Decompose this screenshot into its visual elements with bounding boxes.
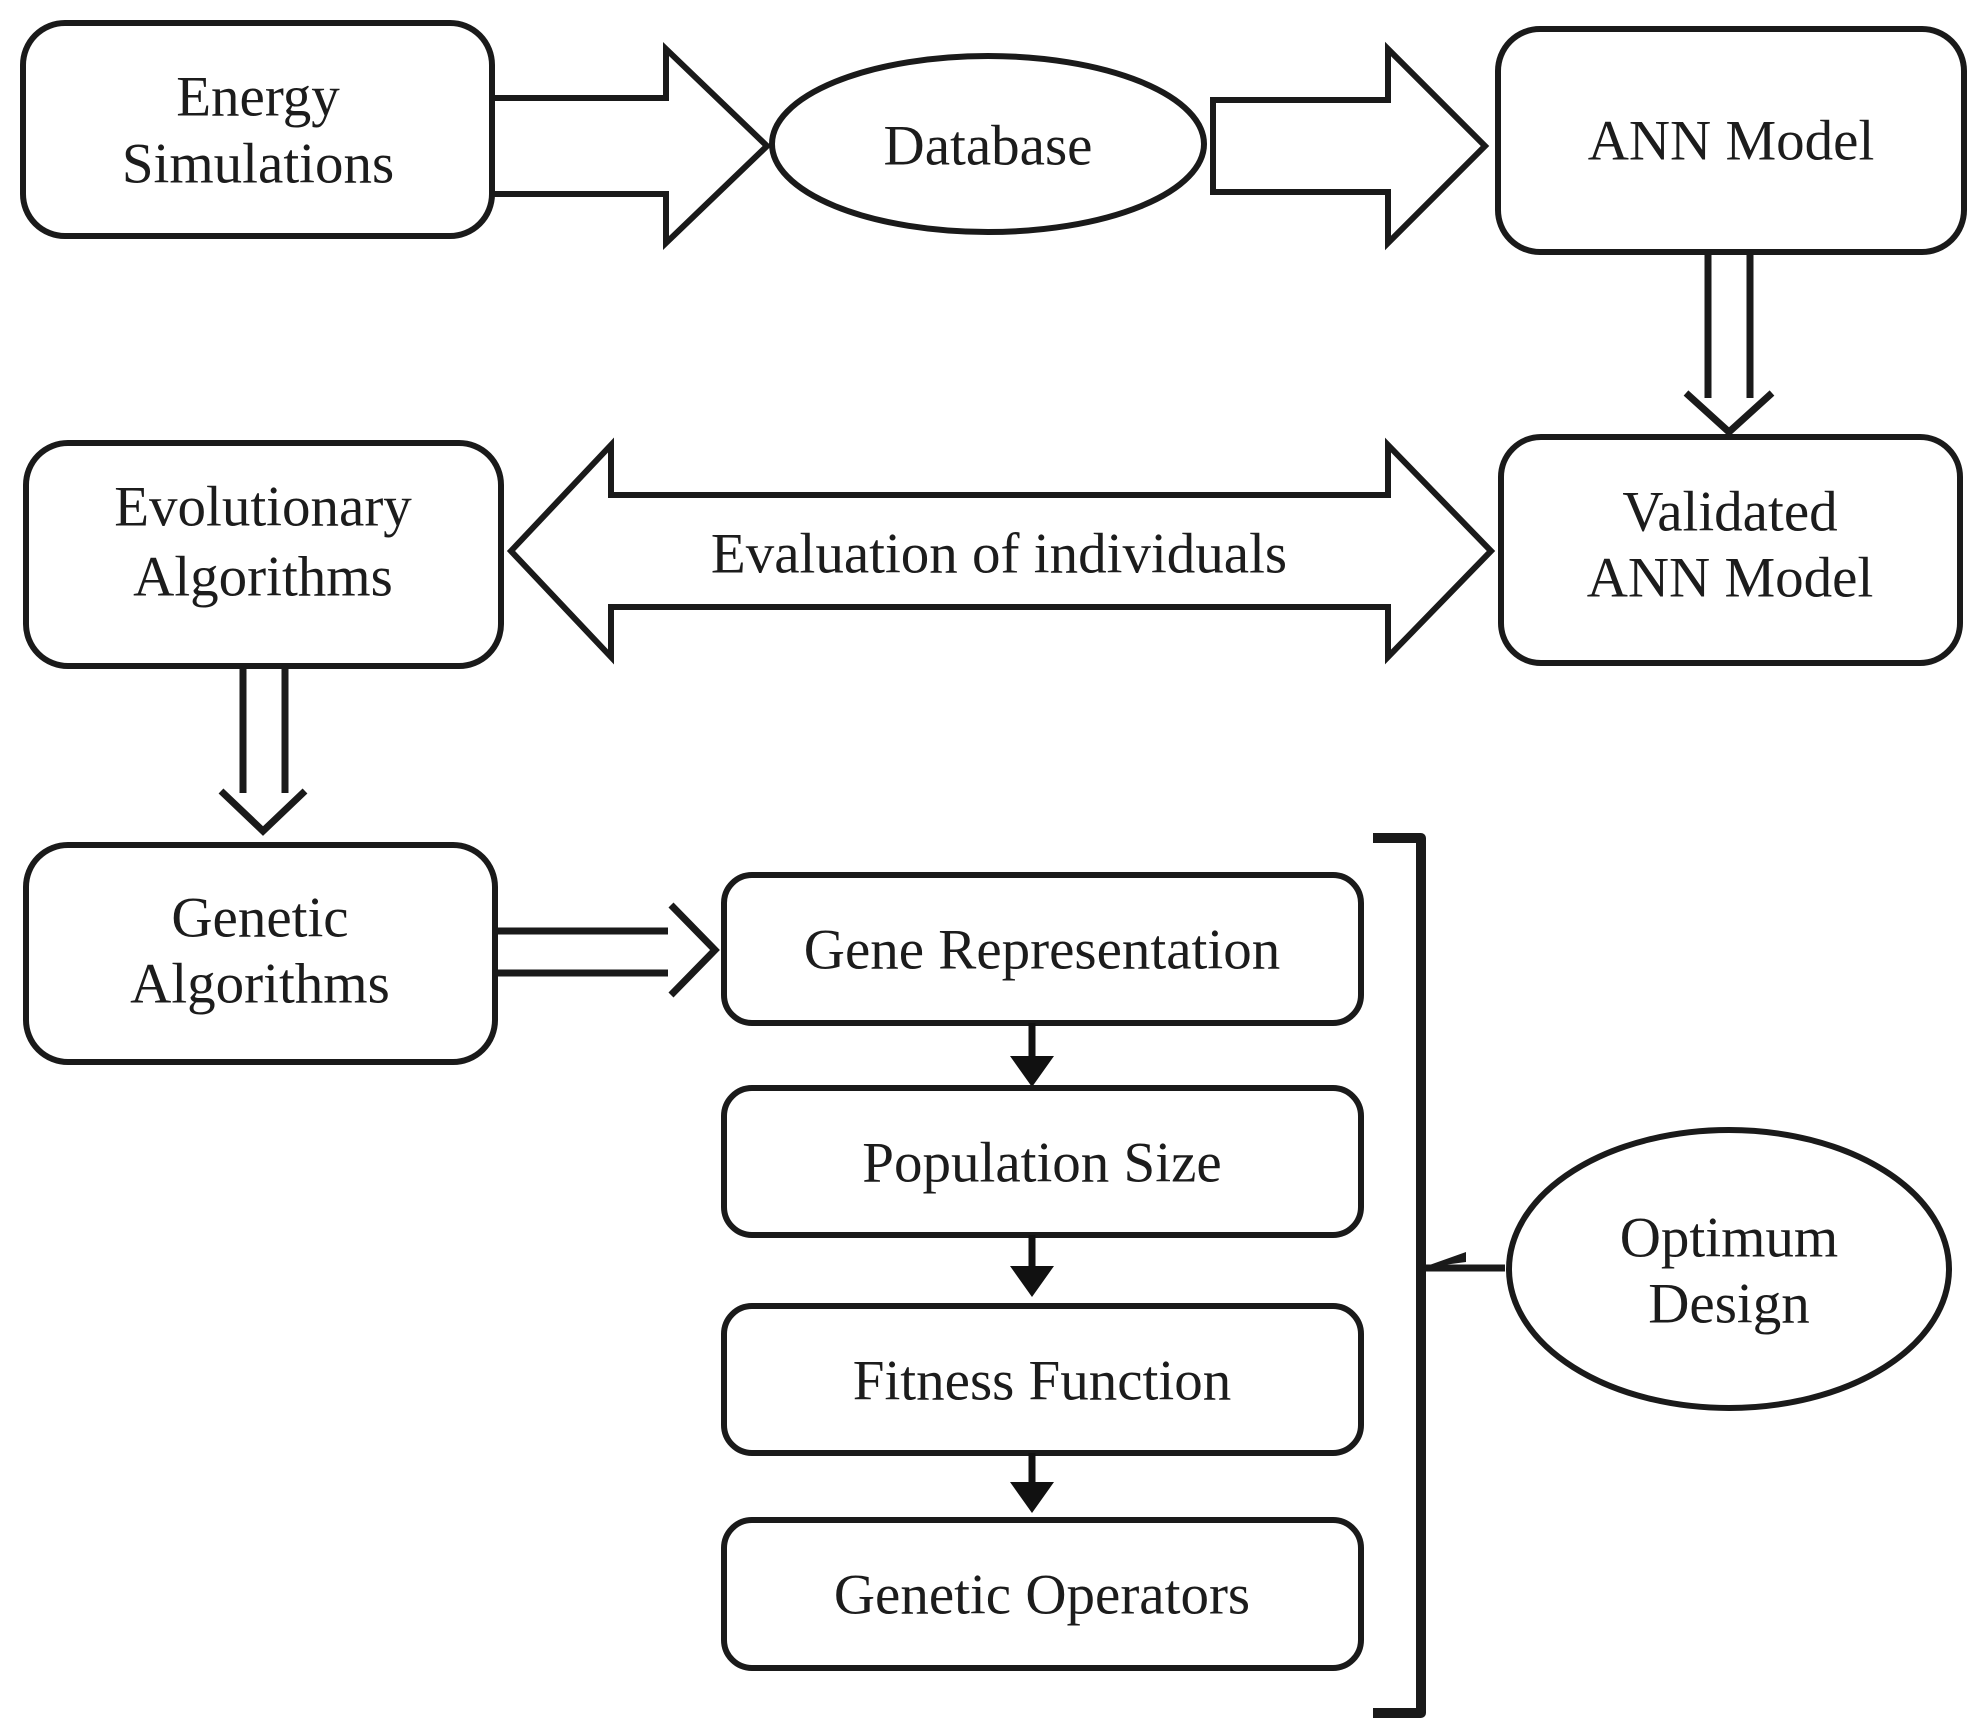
evaluation-label: Evaluation of individuals: [711, 523, 1287, 586]
node-fitness-function: Fitness Function: [721, 1303, 1364, 1456]
validated-ann-label-line2: ANN Model: [1587, 547, 1874, 610]
energy-simulations-label-line2: Simulations: [122, 133, 394, 196]
genetic-algorithms-box: [23, 842, 498, 1065]
node-genetic-algorithms: Genetic Algorithms: [23, 842, 498, 1065]
node-optimum-design: Optimum Design: [1506, 1127, 1952, 1411]
evolutionary-label-line2: Algorithms: [133, 546, 393, 609]
energy-simulations-label-line1: Energy: [176, 66, 340, 129]
fitness-function-box: [721, 1303, 1364, 1456]
genetic-algorithms-label-line1: Genetic: [171, 887, 348, 950]
arrow-head-down-icon: [1010, 1266, 1054, 1297]
node-database: Database: [769, 53, 1207, 235]
node-ann-model: ANN Model: [1495, 26, 1967, 255]
block-arrow-right-icon: [1210, 41, 1490, 251]
node-gene-representation: Gene Representation: [721, 872, 1364, 1026]
evolutionary-box: [23, 440, 504, 669]
edge-generep-to-popsize: [1010, 1023, 1054, 1087]
genetic-operators-box: [721, 1517, 1364, 1671]
edge-evaluation-of-individuals: Evaluation of individuals: [506, 437, 1496, 665]
population-size-label: Population Size: [862, 1132, 1221, 1195]
edge-database-to-ann: [1210, 41, 1490, 251]
gene-representation-box: [721, 872, 1364, 1026]
database-label: Database: [884, 115, 1093, 178]
node-evolutionary-algorithms: Evolutionary Algorithms: [23, 440, 504, 669]
optimum-design-label-line2: Design: [1648, 1273, 1809, 1336]
genetic-operators-label: Genetic Operators: [834, 1564, 1250, 1627]
fitness-function-label: Fitness Function: [853, 1350, 1231, 1413]
database-ellipse: [769, 53, 1207, 235]
arrow-head-down-icon: [218, 788, 308, 836]
evolutionary-label-line1: Evolutionary: [114, 476, 412, 539]
edge-genetic-to-generep: [495, 902, 720, 998]
arrow-head-down-icon: [1010, 1056, 1054, 1087]
node-genetic-operators: Genetic Operators: [721, 1517, 1364, 1671]
genetic-algorithms-label-line2: Algorithms: [130, 953, 390, 1016]
validated-ann-box: [1498, 434, 1963, 666]
optimum-design-ellipse: [1506, 1127, 1952, 1411]
node-population-size: Population Size: [721, 1085, 1364, 1238]
arrow-head-right-icon: [668, 902, 720, 998]
double-headed-arrow-icon: [506, 437, 1496, 665]
group-bracket-icon: [1373, 833, 1426, 1718]
validated-ann-label-line1: Validated: [1622, 481, 1837, 544]
bracket-tick-flare: [1421, 1252, 1466, 1268]
edge-energy-to-database: [489, 41, 772, 251]
energy-simulations-box: [20, 20, 495, 239]
node-validated-ann-model: Validated ANN Model: [1498, 434, 1963, 666]
edge-fitness-to-genops: [1010, 1453, 1054, 1513]
ann-model-box: [1495, 26, 1967, 255]
arrow-head-down-icon: [1683, 390, 1775, 437]
ann-model-label: ANN Model: [1588, 110, 1875, 173]
node-energy-simulations: Energy Simulations: [20, 20, 495, 239]
edge-popsize-to-fitness: [1010, 1235, 1054, 1297]
edge-ann-to-validated: [1683, 253, 1775, 437]
edge-bracket-to-optimum: [1373, 833, 1505, 1718]
edge-evolutionary-to-genetic: [218, 667, 308, 836]
arrow-head-down-icon: [1010, 1482, 1054, 1513]
optimum-design-label-line1: Optimum: [1620, 1207, 1839, 1270]
population-size-box: [721, 1085, 1364, 1238]
gene-representation-label: Gene Representation: [804, 919, 1280, 982]
block-arrow-right-icon: [489, 41, 772, 251]
